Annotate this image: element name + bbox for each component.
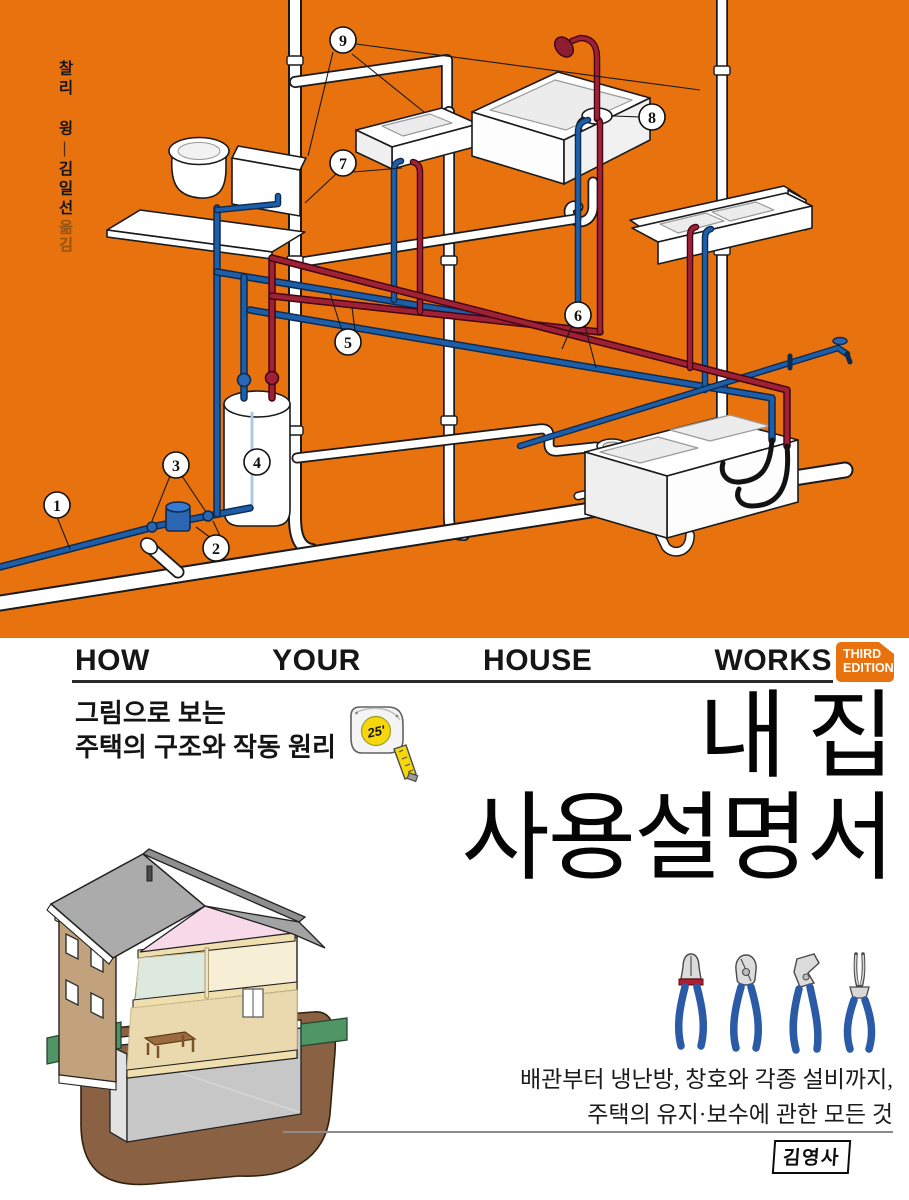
foundation-band	[58, 1074, 117, 1091]
leader-lines	[56, 43, 701, 550]
tagline: 배관부터 냉난방, 창호와 각종 설비까지, 주택의 유지·보수에 관한 모든 …	[520, 1063, 893, 1132]
plumbing-diagram-illustration: 1 2 3 4 5 6 7 8 9	[0, 0, 909, 638]
tape-measure-label: 25'	[365, 722, 387, 741]
shower-head	[553, 36, 575, 58]
table	[143, 1031, 197, 1058]
series-word-house: HOUSE	[483, 644, 593, 677]
roof-right-plane	[204, 905, 326, 949]
marker-1-circle	[43, 491, 71, 519]
sillcock-faucet	[787, 336, 853, 371]
marker-9-circle	[329, 26, 357, 54]
shutoff-valves	[146, 510, 214, 533]
diagram-markers: 1 2 3 4 5 6 7 8 9	[43, 26, 666, 562]
author-block: 찰리 윙|김일선옮김	[56, 60, 73, 254]
tape-measure-illustration: 25'	[350, 706, 419, 783]
water-meter	[165, 501, 191, 532]
marker-7: 7	[339, 156, 347, 173]
toilet-illustration	[106, 136, 307, 260]
marker-4-circle	[243, 448, 271, 476]
groove-joint-pliers	[789, 953, 822, 1054]
marker-8: 8	[648, 110, 656, 127]
series-word-works: WORKS	[714, 644, 832, 677]
cold-water-pipes	[0, 116, 851, 571]
main-title: 내 집 사용설명서	[461, 683, 895, 892]
slip-joint-pliers	[730, 954, 762, 1052]
main-title-line2: 사용설명서	[461, 784, 895, 892]
translator-name: 김일선	[56, 160, 74, 220]
first-floor-slab	[126, 1049, 298, 1079]
edition-badge-line2: EDITION	[843, 661, 894, 675]
publisher-logo: 김영사	[771, 1140, 852, 1174]
lineman-pliers	[675, 953, 707, 1050]
tagline-line1: 배관부터 냉난방, 창호와 각종 설비까지,	[519, 1067, 893, 1092]
laundry-drain-trap	[644, 507, 695, 557]
author-name: 찰리 윙	[56, 60, 74, 140]
marker-8-circle	[638, 103, 666, 131]
edition-badge: THIRD EDITION	[836, 642, 894, 682]
marker-2-circle	[202, 534, 230, 562]
series-underline	[72, 680, 833, 683]
kitchen-sink-illustration	[629, 185, 813, 265]
roof-vent-stub	[146, 865, 153, 882]
marker-3: 3	[172, 458, 180, 475]
needle-nose-pliers	[843, 952, 876, 1053]
cleanout-wye	[139, 537, 185, 579]
tape-measure-dial	[360, 715, 392, 747]
marker-1: 1	[53, 498, 61, 515]
marker-2: 2	[212, 541, 220, 558]
tape-hook	[406, 772, 419, 783]
subtitle-line2: 주택의 구조와 작동 원리	[75, 731, 336, 762]
author-divider: |	[56, 139, 74, 161]
marker-3-circle	[162, 451, 190, 479]
partition-wall	[204, 947, 209, 999]
main-title-line1: 내 집	[698, 683, 895, 790]
pliers-illustration	[675, 952, 876, 1054]
subtitle: 그림으로 보는 주택의 구조와 작동 원리	[75, 697, 336, 765]
edition-badge-line1: THIRD	[843, 647, 882, 662]
marker-9: 9	[339, 33, 347, 50]
subtitle-line1: 그림으로 보는	[75, 698, 226, 728]
heater-valve-wheels	[236, 370, 280, 388]
roof-ridge	[141, 848, 307, 923]
facade-windows	[65, 932, 104, 1020]
marker-6-circle	[564, 301, 592, 329]
washer-hoses	[719, 437, 791, 509]
roof-front-plane	[49, 853, 207, 959]
marker-7-circle	[329, 149, 357, 177]
marker-5-circle	[334, 328, 362, 356]
bottom-rule	[283, 1131, 893, 1133]
marker-4: 4	[253, 455, 261, 472]
tagline-line2: 주택의 유지·보수에 관한 모든 것	[587, 1101, 893, 1127]
marker-6: 6	[574, 308, 582, 325]
grass-right	[300, 1017, 348, 1047]
tub-drain-trap	[296, 176, 599, 268]
house-cutaway-illustration	[46, 848, 348, 1186]
marker-5: 5	[344, 335, 352, 352]
series-title: HOW YOUR HOUSE WORKS	[75, 644, 832, 678]
series-word-your: YOUR	[272, 644, 361, 677]
translator-role: 옮김	[56, 219, 74, 254]
series-word-how: HOW	[75, 644, 150, 677]
vent-horizontal	[289, 54, 453, 124]
